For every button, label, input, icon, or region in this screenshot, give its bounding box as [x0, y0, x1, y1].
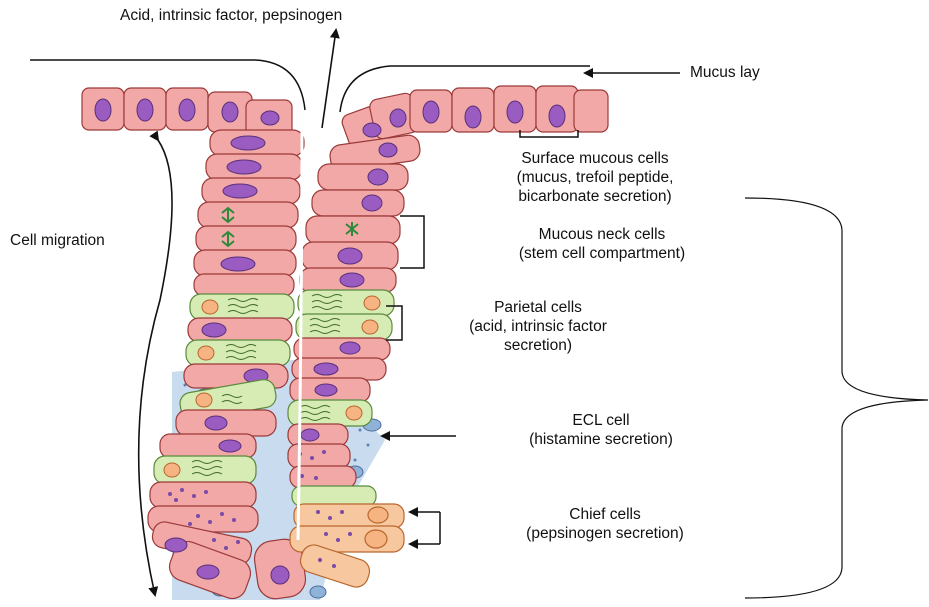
neck-bracket	[400, 216, 424, 268]
secretion-arrow	[322, 30, 336, 128]
cell-migration-label: Cell migration	[10, 231, 105, 250]
surface-line2: (mucus, trefoil peptide,	[445, 168, 745, 187]
ecl-label: ECL cell (histamine secretion)	[456, 411, 746, 449]
mucus-layer-label: Mucus lay	[690, 63, 760, 82]
ecl-line2: (histamine secretion)	[456, 430, 746, 449]
neck-line2: (stem cell compartment)	[442, 244, 762, 263]
gland-left-parietal	[184, 294, 294, 388]
chief-label: Chief cells (pepsinogen secretion)	[450, 505, 760, 543]
parietal-line2: (acid, intrinsic factor	[408, 317, 668, 336]
parietal-line3: secretion)	[408, 336, 668, 355]
gland-curly-brace	[745, 198, 928, 598]
mucous-neck-label: Mucous neck cells (stem cell compartment…	[442, 225, 762, 263]
surface-mucous-label: Surface mucous cells (mucus, trefoil pep…	[445, 149, 745, 206]
surface-line3: bicarbonate secretion)	[445, 187, 745, 206]
parietal-title: Parietal cells	[408, 298, 668, 317]
ecl-title: ECL cell	[456, 411, 746, 430]
chief-title: Chief cells	[450, 505, 760, 524]
chief-line2: (pepsinogen secretion)	[450, 524, 760, 543]
gland-left-mucous	[194, 130, 304, 296]
parietal-label: Parietal cells (acid, intrinsic factor s…	[408, 298, 668, 355]
secretion-label: Acid, intrinsic factor, pepsinogen	[120, 6, 342, 25]
neck-title: Mucous neck cells	[442, 225, 762, 244]
surface-title: Surface mucous cells	[445, 149, 745, 168]
